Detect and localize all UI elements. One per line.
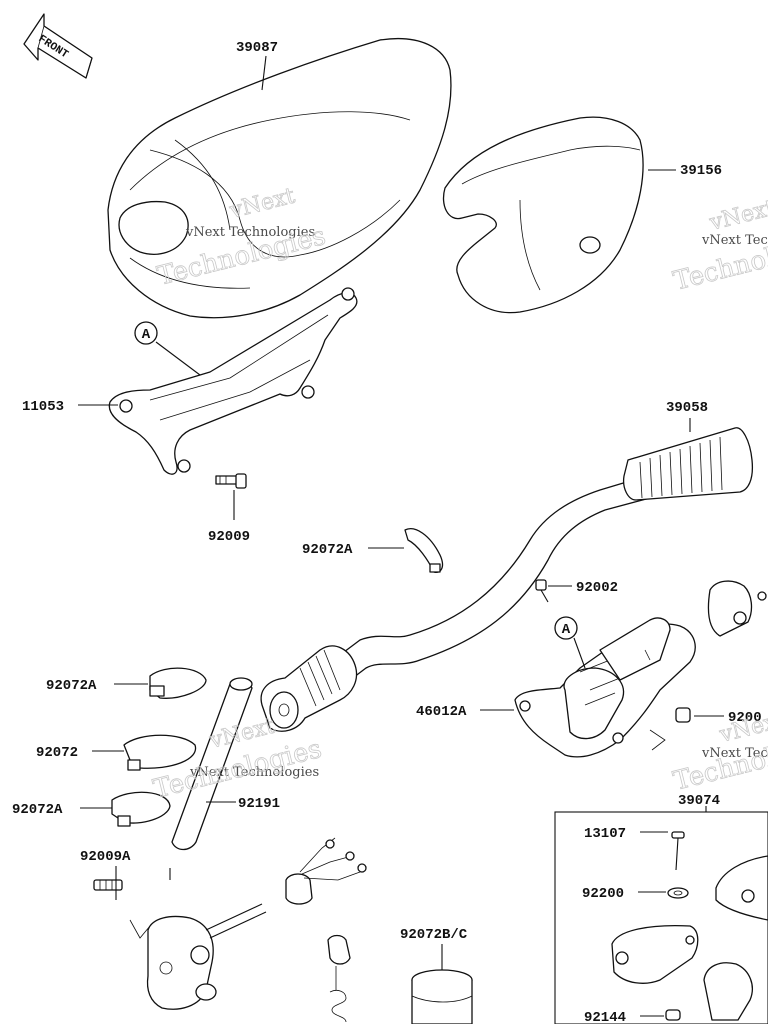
part-label-46012A: 46012A: [416, 704, 467, 720]
watermark-company-d: vNext Technologies: [701, 746, 768, 761]
part-label-92072A-top: 92072A: [302, 542, 353, 558]
bracket-part: [78, 287, 358, 475]
part-label-92009: 92009: [208, 529, 250, 545]
part-label-92072: 92072: [36, 745, 78, 761]
pin-part: [640, 831, 685, 871]
part-label-92072BC: 92072B/C: [400, 927, 468, 943]
callout-marker-a-top: A: [134, 321, 201, 376]
watermark-company-c: vNext Technologies: [189, 765, 319, 780]
part-label-92200: 92200: [582, 886, 624, 902]
part-label-92072A-a: 92072A: [46, 678, 97, 694]
cable-tie-part: [368, 528, 444, 574]
part-label-92191: 92191: [238, 796, 280, 812]
handlebar-clamp-part: [707, 580, 767, 637]
bolt-part: [215, 473, 247, 520]
part-label-11053: 11053: [22, 399, 64, 415]
clip-spring-part: [327, 934, 351, 1023]
handlebar-part: [260, 418, 754, 732]
screw-part: [535, 579, 572, 603]
lever-part: [703, 855, 768, 1021]
switch-assembly-part: [93, 837, 367, 1010]
seat-cover-part: [107, 38, 452, 319]
band-part-3: [80, 791, 171, 827]
part-label-39074: 39074: [678, 793, 720, 809]
part-label-13107: 13107: [584, 826, 626, 842]
part-label-39058: 39058: [666, 400, 708, 416]
part-label-92072A-b: 92072A: [12, 802, 63, 818]
callout-marker-a-top-text: A: [142, 327, 151, 343]
part-label-92002: 92002: [576, 580, 618, 596]
inset-detail-box: [554, 806, 768, 1024]
right-grip-part: [622, 427, 754, 501]
washer-part: [638, 887, 689, 899]
small-fastener-part: [640, 1009, 681, 1021]
pivot-bracket-part: [611, 924, 699, 984]
band-cylinder-part: [411, 944, 473, 1024]
throttle-housing-part: [480, 617, 696, 758]
storage-bin-part: [442, 116, 644, 314]
part-number-labels: 39087 39156 11053 92009 39058 92072A 920…: [12, 40, 762, 1024]
band-part-1: [114, 667, 207, 699]
part-label-92144: 92144: [584, 1010, 626, 1024]
watermark-line1-b: vNext: [706, 196, 768, 236]
part-label-9200x: 9200: [728, 710, 762, 726]
band-part-2: [92, 734, 197, 771]
callout-marker-a-mid-text: A: [562, 622, 571, 638]
callout-marker-a-mid: A: [554, 616, 586, 669]
watermark-company-b: vNext Technologies: [701, 233, 768, 248]
tube-part: [171, 677, 253, 851]
mount-bolt-part: [649, 707, 724, 751]
part-label-39156: 39156: [680, 163, 722, 179]
part-label-39087: 39087: [236, 40, 278, 56]
left-grip-part: [260, 645, 358, 732]
part-label-92009A: 92009A: [80, 849, 131, 865]
watermark-company-a: vNext Technologies: [185, 225, 315, 240]
front-direction-badge: FRONT: [23, 13, 93, 79]
